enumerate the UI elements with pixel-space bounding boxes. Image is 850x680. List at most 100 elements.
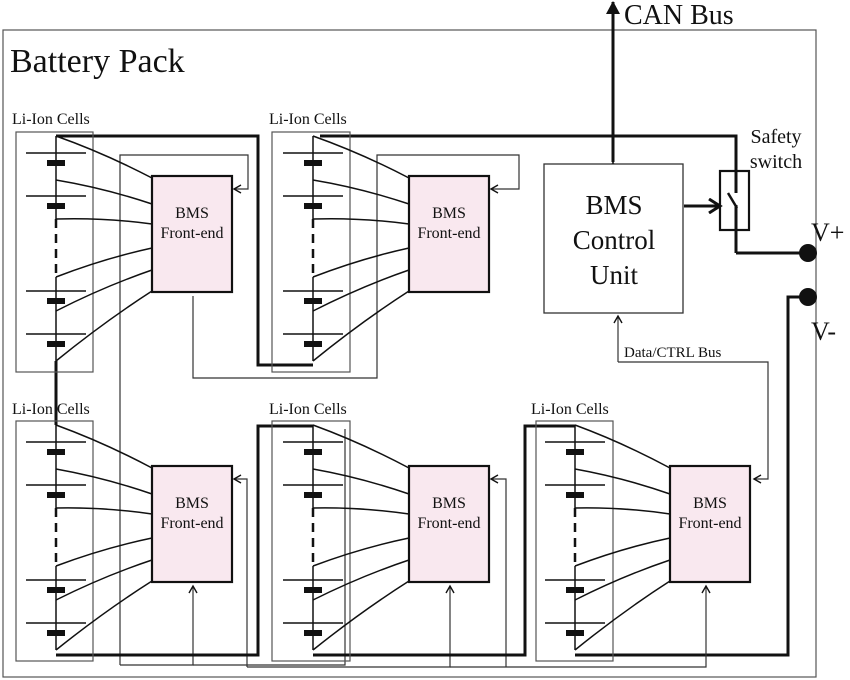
battery-cell-icon (26, 579, 86, 593)
battery-cell-icon (283, 195, 343, 209)
safety-switch (718, 169, 751, 253)
sense-wire (55, 580, 153, 651)
sense-wire (312, 269, 410, 312)
cells-label: Li-Ion Cells (12, 111, 90, 128)
control-unit-line-1: BMS (585, 190, 642, 220)
fe-label-1: BMS (175, 205, 209, 222)
vplus-terminal[interactable] (799, 244, 817, 262)
cells-enclosure (15, 420, 94, 662)
sense-wire (574, 424, 671, 469)
sense-wire (312, 247, 410, 278)
sense-wire (55, 179, 153, 205)
sense-wire (312, 135, 410, 179)
sense-wire (55, 507, 153, 515)
battery-cell-icon (283, 441, 343, 455)
vminus-label: V- (811, 317, 836, 346)
fe-label-1: BMS (432, 205, 466, 222)
fe-label-2: Front-end (417, 225, 480, 242)
battery-cell-icon (26, 290, 86, 304)
sense-wire (574, 559, 671, 601)
cells-label: Li-Ion Cells (531, 401, 609, 418)
control-unit-line-3: Unit (590, 260, 639, 290)
battery-cell-icon (545, 441, 605, 455)
battery-cell-icon (545, 484, 605, 498)
sense-wire (312, 217, 410, 225)
battery-cell-icon (283, 333, 343, 347)
sense-wire (312, 290, 410, 362)
battery-cell-icon (26, 333, 86, 347)
battery-cell-icon (283, 484, 343, 498)
battery-cell-icon (26, 195, 86, 209)
battery-cell-icon (26, 441, 86, 455)
sense-wire (55, 424, 153, 469)
bms-front-end (668, 464, 752, 584)
sense-wire (55, 135, 153, 179)
sense-wire (574, 468, 671, 495)
battery-pack-frame (2, 29, 817, 678)
bms-front-end (407, 174, 491, 294)
safety-switch-label-2: switch (750, 151, 802, 173)
fe3-data-loop (120, 584, 198, 666)
cells-label: Li-Ion Cells (269, 401, 347, 418)
battery-pack-title: Battery Pack (10, 43, 185, 80)
fe-label-1: BMS (432, 495, 466, 512)
can-bus-label: CAN Bus (624, 0, 734, 31)
fe-label-1: BMS (693, 495, 727, 512)
fe5-loop (489, 474, 507, 667)
battery-cell-icon (26, 622, 86, 636)
cells-enclosure (271, 131, 351, 373)
data-ctrl-bus-label: Data/CTRL Bus (624, 345, 722, 361)
cells-enclosure (15, 131, 94, 373)
sense-wire (55, 247, 153, 278)
battery-cell-icon (283, 622, 343, 636)
sense-wire (312, 179, 410, 205)
fe1-data-in (119, 154, 249, 665)
sense-wire (312, 507, 410, 515)
bms-front-end (150, 174, 234, 294)
fe1-data-loop (192, 154, 520, 379)
battery-cell-icon (283, 579, 343, 593)
fe-label-2: Front-end (417, 515, 480, 532)
battery-cell-icon (283, 152, 343, 166)
sense-wire (55, 269, 153, 312)
power-link-top-left-to-top-middle (56, 134, 313, 367)
bms-front-end (150, 464, 234, 584)
fe5-loop-bottom (506, 584, 711, 668)
vplus-label: V+ (811, 218, 844, 247)
sense-wire (312, 580, 410, 651)
sense-wire (55, 537, 153, 567)
battery-cell-icon (26, 152, 86, 166)
safety-switch-label-1: Safety (750, 126, 801, 148)
bms-front-end (407, 464, 491, 584)
positive-main-line (320, 134, 738, 171)
power-link-bottom-left-to-bottom-middle (56, 424, 313, 657)
sense-wire (574, 580, 671, 651)
cells-enclosure (271, 420, 351, 662)
battery-cell-icon (283, 290, 343, 304)
data-ctrl-bus-line (618, 361, 769, 484)
sense-wire (312, 468, 410, 495)
cells-label: Li-Ion Cells (12, 401, 90, 418)
fe-label-1: BMS (175, 495, 209, 512)
fe-label-2: Front-end (678, 515, 741, 532)
sense-wire (574, 507, 671, 515)
control-unit-line-2: Control (573, 225, 656, 255)
sense-wire (55, 217, 153, 225)
fe3-to-fe4 (232, 474, 248, 667)
sense-wire (312, 424, 410, 469)
negative-main-line (575, 295, 808, 657)
sense-wire (55, 290, 153, 362)
sense-wire (55, 468, 153, 495)
sense-wire (55, 559, 153, 601)
bms-control-unit: BMS Control Unit (543, 163, 684, 314)
battery-cell-icon (545, 622, 605, 636)
cells-label: Li-Ion Cells (269, 111, 347, 128)
battery-cell-icon (545, 579, 605, 593)
fe-label-2: Front-end (160, 515, 223, 532)
